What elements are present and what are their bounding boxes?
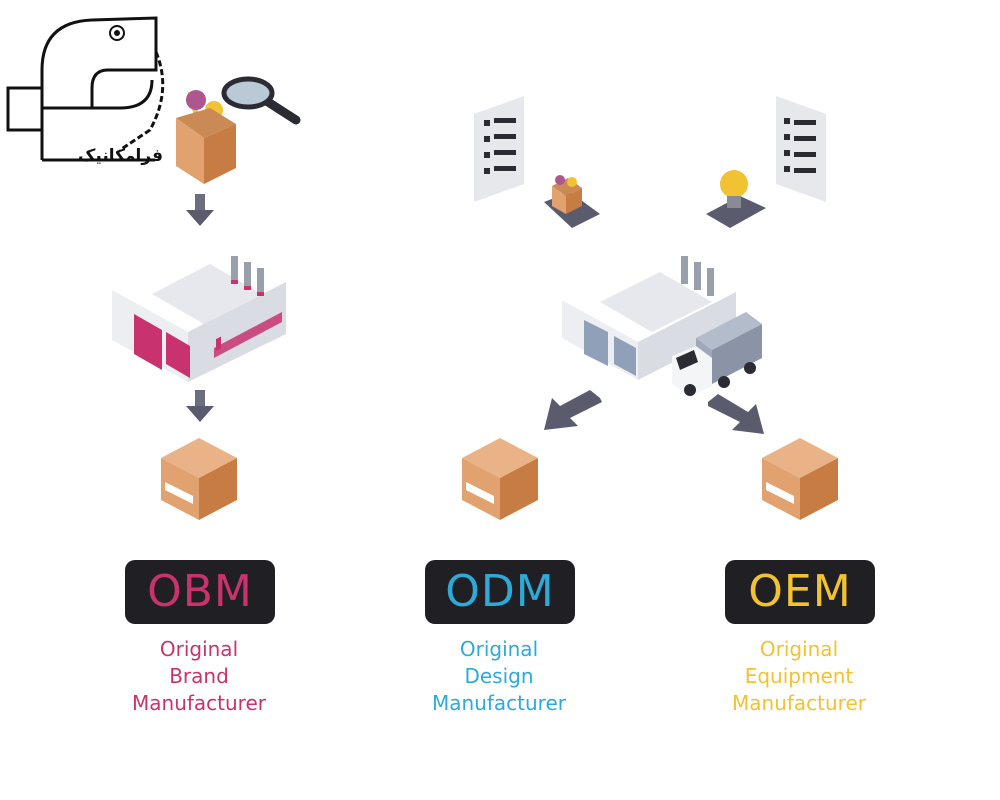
truck-icon (672, 312, 762, 396)
down-arrow-icon (186, 194, 214, 226)
spec-sheet-icon (474, 96, 524, 202)
odm-line-3: Manufacturer (432, 691, 566, 715)
down-arrow-icon (544, 390, 602, 430)
gear-icon (109, 25, 125, 41)
shopping-bag-icon (176, 90, 236, 184)
obm-badge: OBM (125, 560, 275, 624)
obm-line-3: Manufacturer (132, 691, 266, 715)
down-arrow-icon (186, 390, 214, 422)
down-arrow-icon (708, 394, 764, 434)
obm-line-2: Brand (169, 664, 229, 688)
oem-line-1: Original (759, 637, 839, 661)
magnifier-icon (221, 76, 301, 125)
logo-text: فرامکانیک (78, 146, 164, 166)
oem-caption: Original Equipment Manufacturer (699, 636, 899, 717)
oem-code: OEM (748, 566, 852, 617)
oem-badge: OEM (725, 560, 875, 624)
oem-line-2: Equipment (744, 664, 854, 688)
obm-caption: Original Brand Manufacturer (99, 636, 299, 717)
odm-caption: Original Design Manufacturer (399, 636, 599, 717)
odm-line-2: Design (464, 664, 534, 688)
package-box-icon (762, 438, 838, 520)
factory-icon (562, 250, 736, 380)
factory-icon (112, 240, 286, 382)
oem-line-3: Manufacturer (732, 691, 866, 715)
obm-code: OBM (147, 566, 253, 617)
framechanic-logo (6, 16, 165, 162)
shopping-bag-icon (544, 175, 600, 228)
lightbulb-icon (706, 170, 766, 228)
odm-code: ODM (445, 566, 555, 617)
odm-line-1: Original (459, 637, 539, 661)
odm-badge: ODM (425, 560, 575, 624)
obm-line-1: Original (159, 637, 239, 661)
spec-sheet-icon (776, 96, 826, 202)
package-box-icon (462, 438, 538, 520)
package-box-icon (161, 438, 237, 520)
